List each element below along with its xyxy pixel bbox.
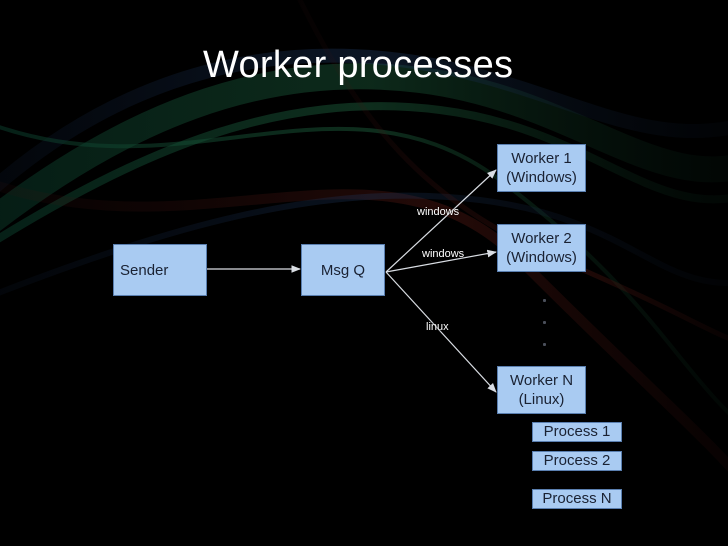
worker-1-node: Worker 1 (Windows) bbox=[497, 144, 586, 192]
edge-label-worker-1: windows bbox=[417, 206, 460, 218]
worker-n-node: Worker N (Linux) bbox=[497, 366, 586, 414]
sender-label: Sender bbox=[120, 261, 169, 279]
process-n-box: Process N bbox=[532, 489, 622, 509]
arrow-msgq-to-workerN bbox=[385, 271, 497, 393]
worker-2-name: Worker 2 bbox=[511, 230, 572, 247]
worker-n-name: Worker N bbox=[509, 372, 574, 389]
worker-2-node: Worker 2 (Windows) bbox=[497, 224, 586, 272]
arrow-msgq-to-worker2 bbox=[385, 249, 497, 273]
msg-q-label: Msg Q bbox=[320, 261, 366, 279]
ellipsis-dot bbox=[543, 299, 546, 302]
worker-n-os: (Linux) bbox=[518, 391, 565, 408]
process-2-box: Process 2 bbox=[532, 451, 622, 471]
worker-1-os: (Windows) bbox=[506, 169, 577, 186]
sender-node: Sender bbox=[113, 244, 207, 296]
arrow-msgq-to-worker1 bbox=[385, 169, 497, 273]
ellipsis-dot bbox=[543, 321, 546, 324]
msg-q-node: Msg Q bbox=[301, 244, 385, 296]
worker-2-os: (Windows) bbox=[506, 249, 577, 266]
worker-1-name: Worker 1 bbox=[511, 150, 572, 167]
ellipsis-dot bbox=[543, 343, 546, 346]
process-1-box: Process 1 bbox=[532, 422, 622, 442]
slide-title: Worker processes bbox=[203, 44, 514, 86]
edge-label-worker-n: linux bbox=[426, 321, 449, 333]
edge-label-worker-2: windows bbox=[422, 248, 465, 260]
